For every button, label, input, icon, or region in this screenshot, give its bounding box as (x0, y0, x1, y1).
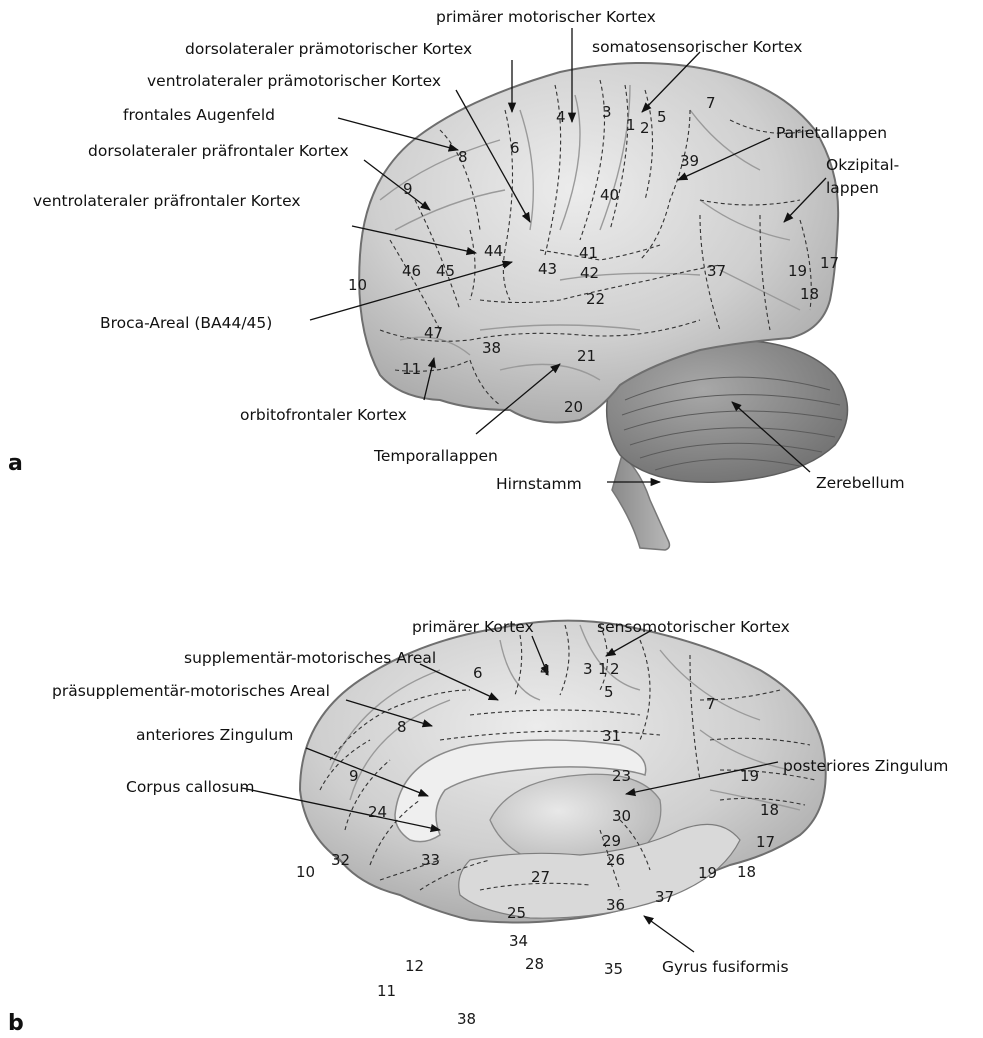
callout-a-2: somatosensorischer Kortex (592, 38, 802, 56)
area-a-21: 17 (820, 254, 839, 272)
area-b-9: 23 (612, 767, 631, 785)
area-b-8: 31 (602, 727, 621, 745)
area-b-15: 29 (602, 832, 621, 850)
area-b-2: 2 (610, 660, 620, 678)
area-a-25: 21 (577, 347, 596, 365)
area-b-4: 6 (473, 664, 483, 682)
area-a-15: 46 (402, 262, 421, 280)
area-a-27: 20 (564, 398, 583, 416)
area-b-5: 5 (604, 683, 614, 701)
area-a-8: 9 (403, 180, 413, 198)
area-b-7: 8 (397, 718, 407, 736)
area-b-12: 18 (760, 801, 779, 819)
area-a-3: 2 (640, 119, 650, 137)
area-b-23: 18 (737, 863, 756, 881)
area-b-24: 25 (507, 904, 526, 922)
area-a-5: 7 (706, 94, 716, 112)
area-a-14: 42 (580, 264, 599, 282)
callout-a-6: dorsolateraler präfrontaler Kortex (88, 142, 349, 160)
area-b-0: 3 (583, 660, 593, 678)
area-a-1: 3 (602, 103, 612, 121)
callout-b-7: Gyrus fusiformis (662, 958, 789, 976)
area-b-20: 26 (606, 851, 625, 869)
callout-a-4: frontales Augenfeld (123, 106, 275, 124)
area-a-12: 41 (579, 244, 598, 262)
callout-a-13: Hirnstamm (496, 475, 582, 493)
area-a-11: 44 (484, 242, 503, 260)
area-a-16: 45 (436, 262, 455, 280)
callout-a-5: Parietallappen (776, 124, 887, 142)
area-b-29: 28 (525, 955, 544, 973)
area-a-24: 38 (482, 339, 501, 357)
callout-a-8: lappen (826, 179, 879, 197)
callout-b-4: anteriores Zingulum (136, 726, 293, 744)
area-a-20: 19 (788, 262, 807, 280)
area-b-30: 35 (604, 960, 623, 978)
area-b-28: 12 (405, 957, 424, 975)
area-a-23: 47 (424, 324, 443, 342)
area-b-14: 30 (612, 807, 631, 825)
area-a-9: 39 (680, 152, 699, 170)
panel-label-b: b (8, 1011, 24, 1036)
area-b-3: 4 (540, 661, 550, 679)
callout-b-5: posteriores Zingulum (783, 757, 948, 775)
area-b-13: 24 (368, 803, 387, 821)
callout-b-2: supplementär-motorisches Areal (184, 649, 436, 667)
panel-label-a: a (8, 451, 23, 476)
callout-a-0: primärer motorischer Kortex (436, 8, 656, 26)
callout-a-10: Broca-Areal (BA44/45) (100, 314, 272, 332)
area-b-6: 7 (706, 695, 716, 713)
area-a-26: 11 (402, 360, 421, 378)
callout-a-3: ventrolateraler prämotorischer Kortex (147, 72, 441, 90)
area-a-10: 40 (600, 186, 619, 204)
area-a-13: 43 (538, 260, 557, 278)
area-b-26: 37 (655, 888, 674, 906)
area-b-32: 38 (457, 1010, 476, 1028)
area-b-1: 1 (598, 660, 608, 678)
area-b-25: 36 (606, 896, 625, 914)
callout-a-11: orbitofrontaler Kortex (240, 406, 407, 424)
area-a-0: 4 (556, 108, 566, 126)
area-a-17: 10 (348, 276, 367, 294)
callout-a-9: ventrolateraler präfrontaler Kortex (33, 192, 301, 210)
callout-a-1: dorsolateraler prämotorischer Kortex (185, 40, 472, 58)
area-b-18: 33 (421, 851, 440, 869)
area-b-19: 10 (296, 863, 315, 881)
area-b-17: 32 (331, 851, 350, 869)
callout-b-1: sensomotorischer Kortex (597, 618, 790, 636)
area-b-21: 27 (531, 868, 550, 886)
callout-a-12: Temporallappen (373, 447, 498, 465)
area-b-31: 11 (377, 982, 396, 1000)
area-a-7: 8 (458, 148, 468, 166)
area-a-22: 18 (800, 285, 819, 303)
callout-a-7: Okzipital- (826, 156, 899, 174)
area-b-27: 34 (509, 932, 528, 950)
area-b-10: 9 (349, 767, 359, 785)
area-b-16: 17 (756, 833, 775, 851)
callout-a-14: Zerebellum (816, 474, 905, 492)
callout-b-6: Corpus callosum (126, 778, 254, 796)
callout-b-3: präsupplementär-motorisches Areal (52, 682, 330, 700)
area-a-19: 37 (707, 262, 726, 280)
area-b-11: 19 (740, 767, 759, 785)
area-a-4: 5 (657, 108, 667, 126)
area-b-22: 19 (698, 864, 717, 882)
area-a-18: 22 (586, 290, 605, 308)
area-a-2: 1 (626, 116, 636, 134)
area-a-6: 6 (510, 139, 520, 157)
callout-b-0: primärer Kortex (412, 618, 534, 636)
